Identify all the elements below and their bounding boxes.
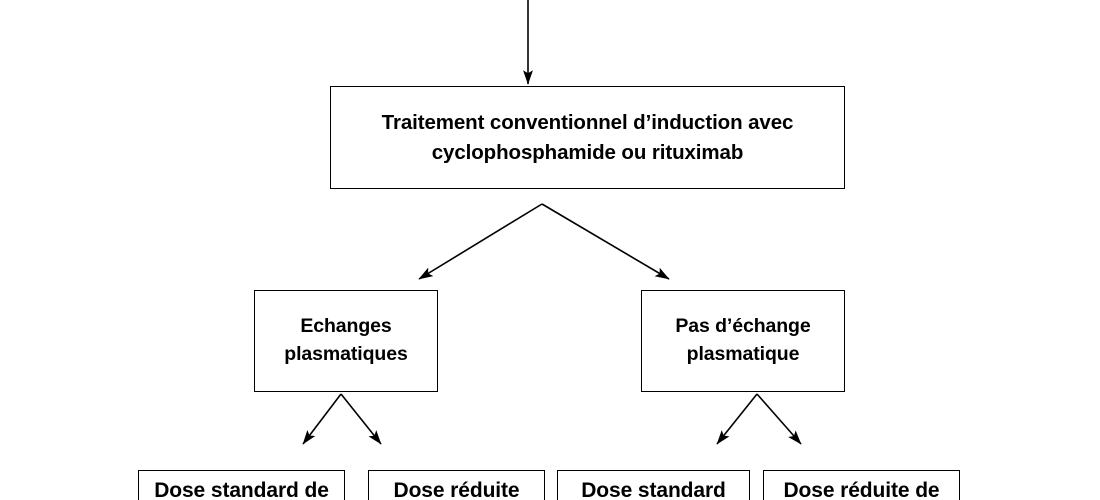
node-induction-line-2: cyclophosphamide ou rituximab [431, 140, 744, 164]
node-no-plasma-exchange-line-2: plasmatique [686, 343, 800, 365]
edge-plasma-exchange-to-dose-1 [302, 393, 342, 445]
node-plasma-exchange-line-2: plasmatiques [284, 343, 408, 365]
edge-no-plasma-exchange-to-dose-3 [716, 393, 758, 445]
node-plasma-exchange-line-1: Echanges [300, 315, 392, 338]
node-no-plasma-exchange[interactable]: Pas d’échange plasmatique [641, 290, 845, 392]
node-dose-reduced-1[interactable]: Dose réduite [368, 470, 545, 500]
node-dose-standard-2[interactable]: Dose standard [557, 470, 750, 500]
node-dose-standard-1[interactable]: Dose standard de [138, 470, 345, 500]
node-induction-treatment[interactable]: Traitement conventionnel d’induction ave… [330, 86, 845, 189]
edge-no-plasma-exchange-to-dose-4 [756, 393, 802, 445]
node-dose-1-line-1: Dose standard de [154, 479, 329, 500]
node-dose-reduced-2[interactable]: Dose réduite de [763, 470, 960, 500]
edge-plasma-exchange-to-dose-2 [340, 393, 382, 445]
node-dose-2-line-1: Dose réduite [393, 479, 520, 500]
node-dose-3-line-1: Dose standard [581, 479, 726, 500]
node-plasma-exchange[interactable]: Echanges plasmatiques [254, 290, 438, 392]
node-induction-line-1: Traitement conventionnel d’induction ave… [381, 111, 794, 135]
edge-induction-to-no-plasma-exchange [541, 203, 670, 280]
node-no-plasma-exchange-line-1: Pas d’échange [675, 315, 811, 338]
node-dose-4-line-1: Dose réduite de [783, 479, 940, 500]
edge-induction-to-plasma-exchange [418, 203, 543, 280]
